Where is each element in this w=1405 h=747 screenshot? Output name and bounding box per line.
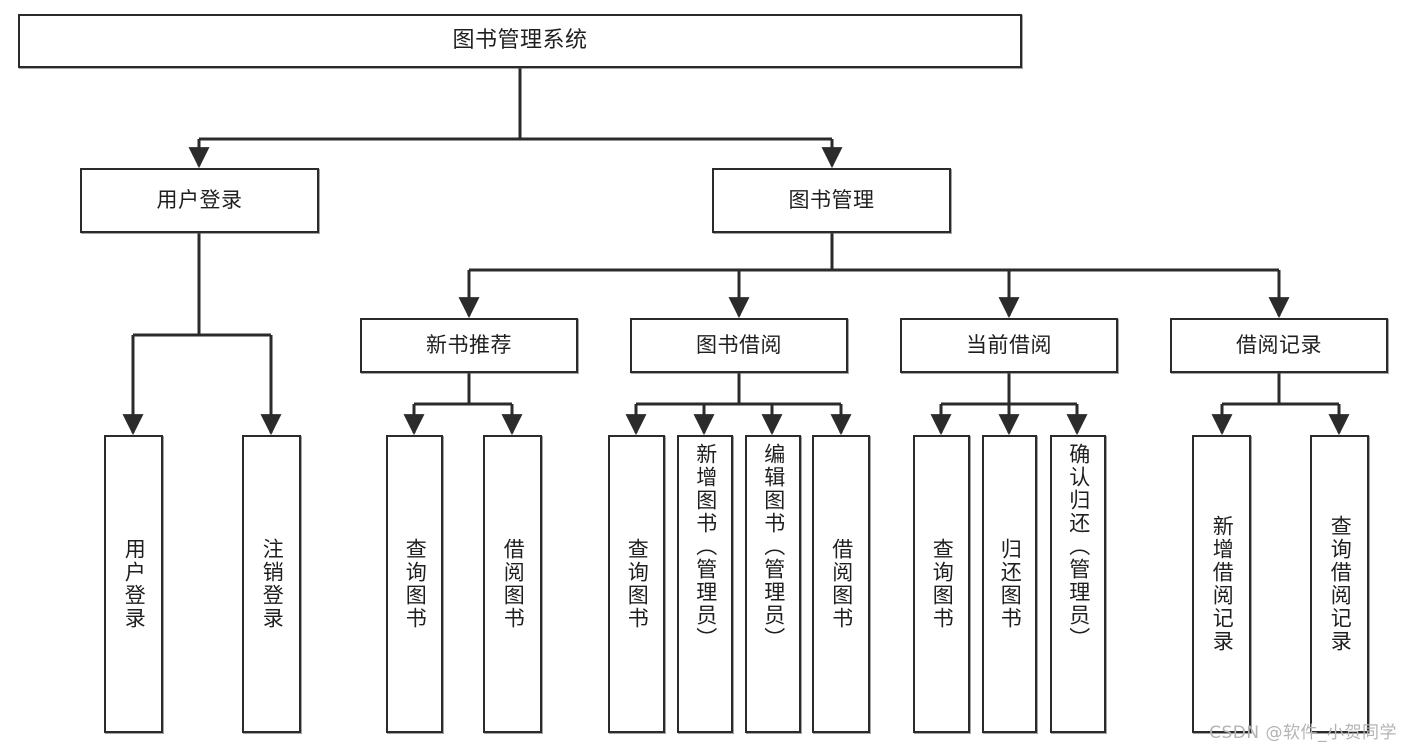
leaf-user-login[interactable]: 用户登录 (104, 435, 163, 733)
node-label: 编辑图书（管理员） (761, 443, 786, 650)
csdn-watermark: CSDN @软件_小贺同学 (1209, 723, 1397, 743)
node-current-borrow[interactable]: 当前借阅 (900, 318, 1118, 373)
node-label: 查询图书 (625, 538, 650, 630)
leaf-add-borrow-record[interactable]: 新增借阅记录 (1192, 435, 1251, 733)
node-label: 用户登录 (122, 538, 147, 630)
node-label: 查询借阅记录 (1328, 515, 1353, 653)
node-label: 归还图书 (998, 538, 1023, 630)
leaf-query-books-recommend[interactable]: 查询图书 (386, 435, 443, 733)
node-label: 查询图书 (403, 538, 428, 630)
node-label: 新增借阅记录 (1210, 515, 1235, 653)
node-user-login[interactable]: 用户登录 (80, 168, 319, 233)
node-book-management[interactable]: 图书管理 (712, 168, 951, 233)
node-label: 借阅图书 (829, 538, 854, 630)
leaf-query-books-borrow[interactable]: 查询图书 (608, 435, 665, 733)
leaf-confirm-return-admin[interactable]: 确认归还（管理员） (1050, 435, 1106, 733)
node-label: 新书推荐 (426, 333, 512, 358)
node-label: 当前借阅 (966, 333, 1052, 358)
leaf-edit-book-admin[interactable]: 编辑图书（管理员） (745, 435, 801, 733)
node-new-book-recommend[interactable]: 新书推荐 (360, 318, 578, 373)
leaf-logout[interactable]: 注销登录 (242, 435, 301, 733)
node-book-borrow[interactable]: 图书借阅 (630, 318, 848, 373)
node-root-library-system[interactable]: 图书管理系统 (18, 14, 1022, 68)
leaf-return-books[interactable]: 归还图书 (982, 435, 1037, 733)
node-label: 图书管理 (788, 188, 875, 213)
leaf-add-book-admin[interactable]: 新增图书（管理员） (677, 435, 733, 733)
node-label: 注销登录 (260, 538, 285, 630)
node-label: 查询图书 (930, 538, 955, 630)
leaf-borrow-books[interactable]: 借阅图书 (812, 435, 870, 733)
node-label: 图书借阅 (696, 333, 782, 358)
leaf-query-books-current[interactable]: 查询图书 (913, 435, 970, 733)
node-label: 图书管理系统 (452, 28, 588, 54)
node-label: 确认归还（管理员） (1066, 443, 1091, 650)
node-label: 新增图书（管理员） (693, 443, 718, 650)
node-label: 借阅图书 (501, 538, 526, 630)
leaf-borrow-books-recommend[interactable]: 借阅图书 (483, 435, 542, 733)
node-borrow-record[interactable]: 借阅记录 (1170, 318, 1388, 373)
node-label: 借阅记录 (1236, 333, 1322, 358)
node-label: 用户登录 (156, 188, 243, 213)
leaf-query-borrow-record[interactable]: 查询借阅记录 (1310, 435, 1369, 733)
